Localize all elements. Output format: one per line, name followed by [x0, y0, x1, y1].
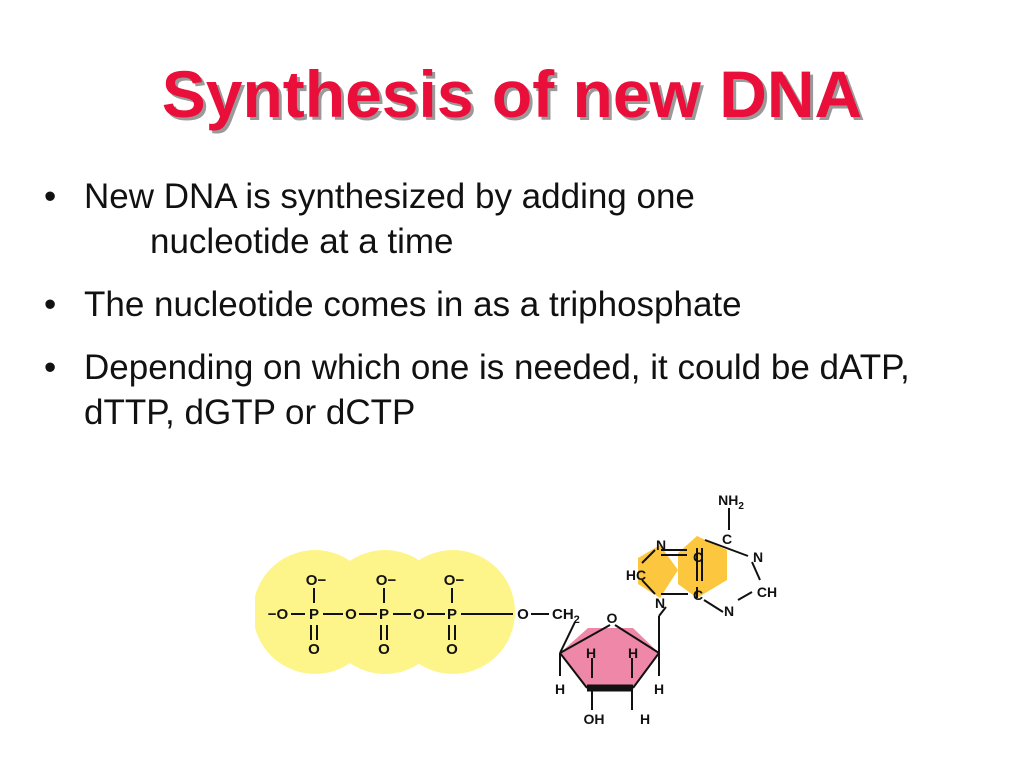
phosphate-o: O	[378, 641, 390, 658]
phosphate-p: P	[447, 606, 457, 623]
bullet-item: • Depending on which one is needed, it c…	[44, 345, 1004, 435]
sugar-h: H	[628, 645, 638, 661]
terminal-o-minus: −O	[268, 606, 289, 623]
bullet-text-continuation: nucleotide at a time	[150, 222, 454, 261]
base-n: N	[753, 549, 763, 565]
ring-o: O	[607, 610, 618, 626]
bullet-text: New DNA is synthesized by adding one	[84, 177, 695, 216]
bullet-list: • New DNA is synthesized by adding one n…	[44, 174, 1004, 453]
bullet-dot: •	[44, 177, 57, 216]
sugar-h: H	[640, 711, 650, 727]
adenine-base	[638, 508, 761, 617]
bridge-o: O	[413, 606, 425, 623]
bullet-dot: •	[44, 348, 57, 387]
slide-title: Synthesis of new DNA	[161, 57, 863, 131]
base-hc: HC	[626, 567, 646, 583]
phosphate-p: P	[309, 606, 319, 623]
base-n: N	[724, 603, 734, 619]
ch2-label: CH2	[552, 606, 580, 626]
nucleotide-triphosphate-diagram: O− P O O− P O O− P O −O O O O CH2 O H H …	[255, 492, 777, 727]
base-c: C	[722, 531, 732, 547]
sugar-h: H	[555, 681, 565, 697]
base-c: C	[693, 549, 703, 565]
bullet-dot: •	[44, 285, 57, 324]
phosphate-o-minus: O−	[444, 572, 465, 589]
bullet-text: The nucleotide comes in as a triphosphat…	[84, 285, 742, 324]
phosphate-groups	[255, 550, 515, 674]
bullet-text: Depending on which one is needed, it cou…	[84, 348, 910, 432]
bridge-o: O	[345, 606, 357, 623]
sugar-h: H	[586, 645, 596, 661]
deoxyribose-ring	[559, 616, 660, 710]
base-c: C	[693, 587, 703, 603]
sugar-oh: OH	[584, 711, 605, 727]
phosphate-o-minus: O−	[306, 572, 327, 589]
phosphate-circle	[391, 550, 515, 674]
phosphate-bonds	[291, 588, 549, 640]
phosphate-o-minus: O−	[376, 572, 397, 589]
phosphate-p: P	[379, 606, 389, 623]
phosphate-o: O	[446, 641, 458, 658]
base-n: N	[656, 537, 666, 553]
base-ch: CH	[757, 584, 777, 600]
base-n: N	[655, 595, 665, 611]
nh2-label: NH2	[718, 492, 744, 512]
sugar-h: H	[654, 681, 664, 697]
ester-o: O	[517, 606, 529, 623]
phosphate-o: O	[308, 641, 320, 658]
bullet-item: • New DNA is synthesized by adding one n…	[44, 174, 1004, 264]
bullet-item: • The nucleotide comes in as a triphosph…	[44, 282, 1004, 327]
